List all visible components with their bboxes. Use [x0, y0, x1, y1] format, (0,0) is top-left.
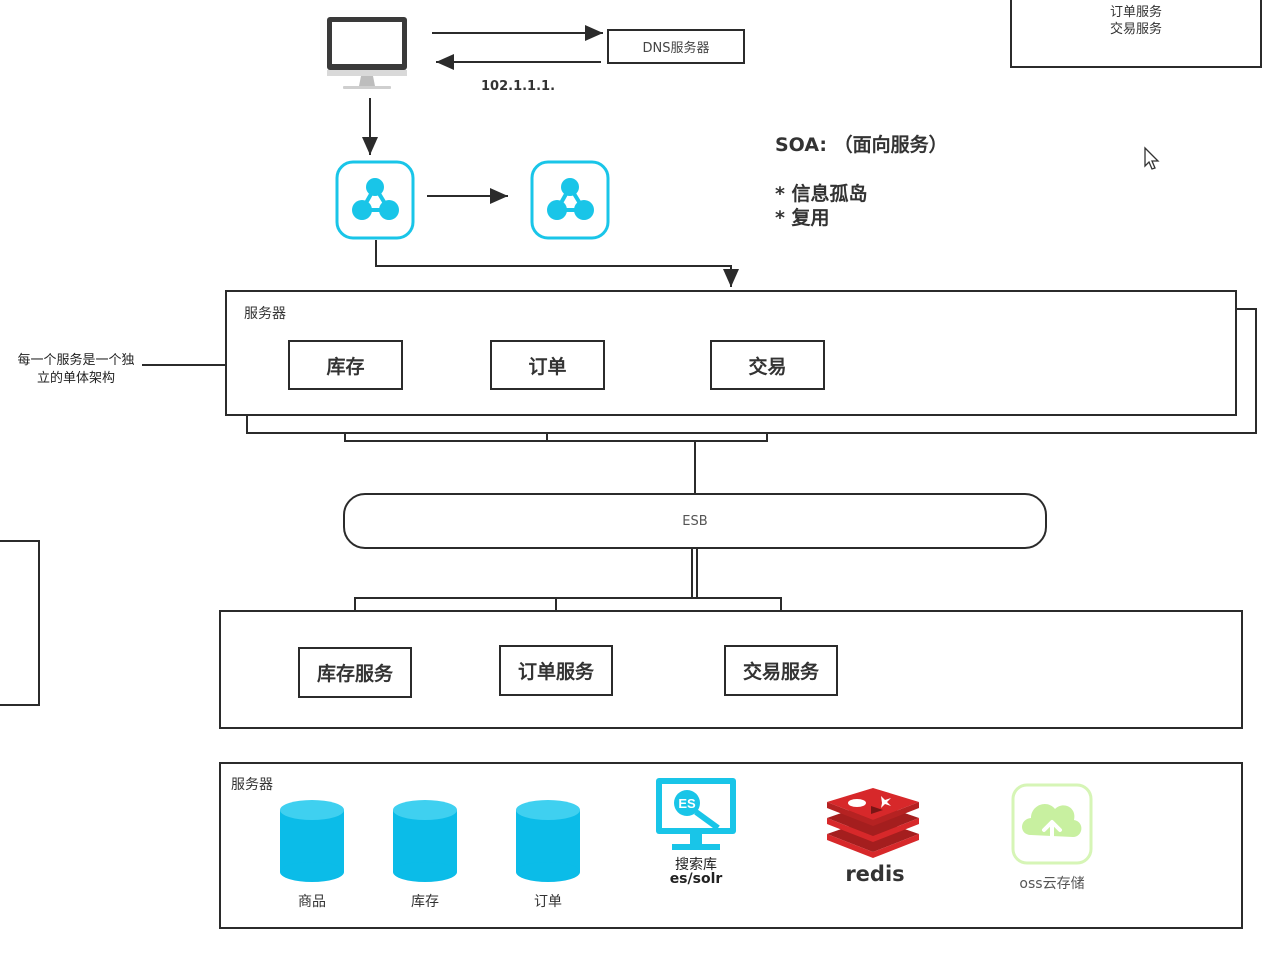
order-service: 订单服务 — [499, 645, 613, 696]
top-right-line-2: 交易服务 — [1109, 22, 1162, 37]
lb-to-server-arrow — [375, 240, 739, 287]
dns-server-box: DNS服务器 — [607, 29, 745, 64]
database-icon — [515, 798, 581, 884]
database-icon — [392, 798, 458, 884]
data-layer-label: 服务器 — [231, 777, 273, 793]
es-badge: ES — [678, 796, 696, 811]
cursor-icon — [1143, 146, 1161, 172]
annotation-line-2: 立的单体架构 — [36, 371, 115, 386]
server-group-label: 服务器 — [244, 306, 286, 322]
database-label-goods: 商品 — [298, 894, 326, 910]
redis-icon — [825, 788, 921, 858]
soa-point-1: * 信息孤岛 — [775, 183, 868, 205]
esb-label: ESB — [682, 513, 708, 529]
service-trade: 交易 — [710, 340, 825, 390]
monitor-icon — [325, 14, 411, 94]
soa-point-2: * 复用 — [775, 207, 830, 229]
service-order: 订单 — [490, 340, 605, 390]
elasticsearch-icon: ES — [654, 776, 738, 854]
database-icon — [279, 798, 345, 884]
redis-label: redis — [845, 862, 905, 886]
search-label-line-2: es/solr — [669, 871, 723, 887]
database-label-order: 订单 — [534, 894, 562, 910]
trade-service: 交易服务 — [724, 645, 838, 696]
annotation-line-1: 每一个服务是一个独 — [17, 353, 135, 368]
service-inventory: 库存 — [288, 340, 403, 390]
soa-title: SOA: （面向服务） — [775, 134, 948, 156]
esb-bus: ESB — [343, 493, 1047, 549]
top-right-line-1: 订单服务 — [1109, 5, 1162, 20]
dns-ip: 102.1.1.1. — [481, 79, 556, 94]
search-label-line-1: 搜索库 — [675, 857, 717, 873]
left-clipped-box — [0, 540, 40, 706]
database-label-inventory: 库存 — [411, 894, 439, 910]
load-balancer-icon — [530, 160, 612, 242]
load-balancer-icon — [335, 160, 417, 242]
oss-label: oss云存储 — [1019, 876, 1085, 892]
top-right-box: 订单服务 交易服务 — [1010, 0, 1262, 68]
inventory-service: 库存服务 — [298, 647, 412, 698]
cloud-storage-icon — [1011, 783, 1093, 865]
dns-server-label: DNS服务器 — [642, 41, 710, 56]
